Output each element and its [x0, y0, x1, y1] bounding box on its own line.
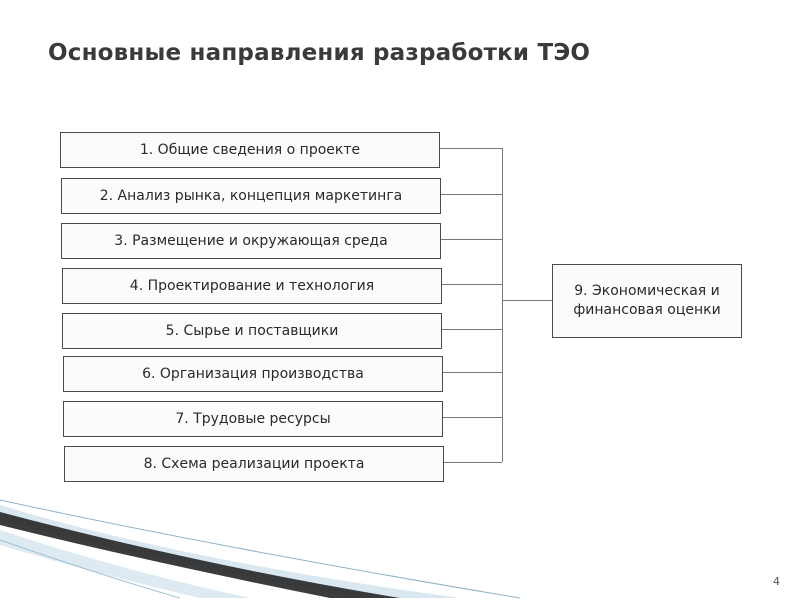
- source-box-7: 7. Трудовые ресурсы: [63, 401, 443, 437]
- source-box-8: 8. Схема реализации проекта: [64, 446, 444, 482]
- source-box-2: 2. Анализ рынка, концепция маркетинга: [61, 178, 441, 214]
- target-box-label: 9. Экономическая и финансовая оценки: [573, 283, 721, 318]
- connector-6: [443, 372, 502, 373]
- source-box-3: 3. Размещение и окружающая среда: [61, 223, 441, 259]
- connector-4: [442, 284, 502, 285]
- source-box-label: 8. Схема реализации проекта: [143, 456, 365, 472]
- source-box-6: 6. Организация производства: [63, 356, 443, 392]
- source-box-label: 4. Проектирование и технология: [129, 278, 375, 294]
- source-box-4: 4. Проектирование и технология: [62, 268, 442, 304]
- connector-7: [443, 417, 502, 418]
- connector-3: [441, 239, 502, 240]
- connector-2: [441, 194, 502, 195]
- connector-8: [444, 462, 502, 463]
- connector-bus: [502, 148, 503, 462]
- page-number: 4: [773, 575, 780, 588]
- source-box-label: 3. Размещение и окружающая среда: [114, 233, 388, 249]
- source-box-label: 7. Трудовые ресурсы: [175, 411, 331, 427]
- source-box-1: 1. Общие сведения о проекте: [60, 132, 440, 168]
- connector-1: [440, 148, 502, 149]
- connector-to-target: [502, 300, 552, 301]
- source-box-label: 2. Анализ рынка, концепция маркетинга: [99, 188, 403, 204]
- source-box-label: 5. Сырье и поставщики: [165, 323, 339, 339]
- source-box-5: 5. Сырье и поставщики: [62, 313, 442, 349]
- target-box: 9. Экономическая и финансовая оценки: [552, 264, 742, 338]
- connector-5: [442, 329, 502, 330]
- source-box-label: 6. Организация производства: [142, 366, 364, 382]
- slide-title: Основные направления разработки ТЭО: [48, 40, 591, 66]
- source-box-label: 1. Общие сведения о проекте: [139, 142, 361, 158]
